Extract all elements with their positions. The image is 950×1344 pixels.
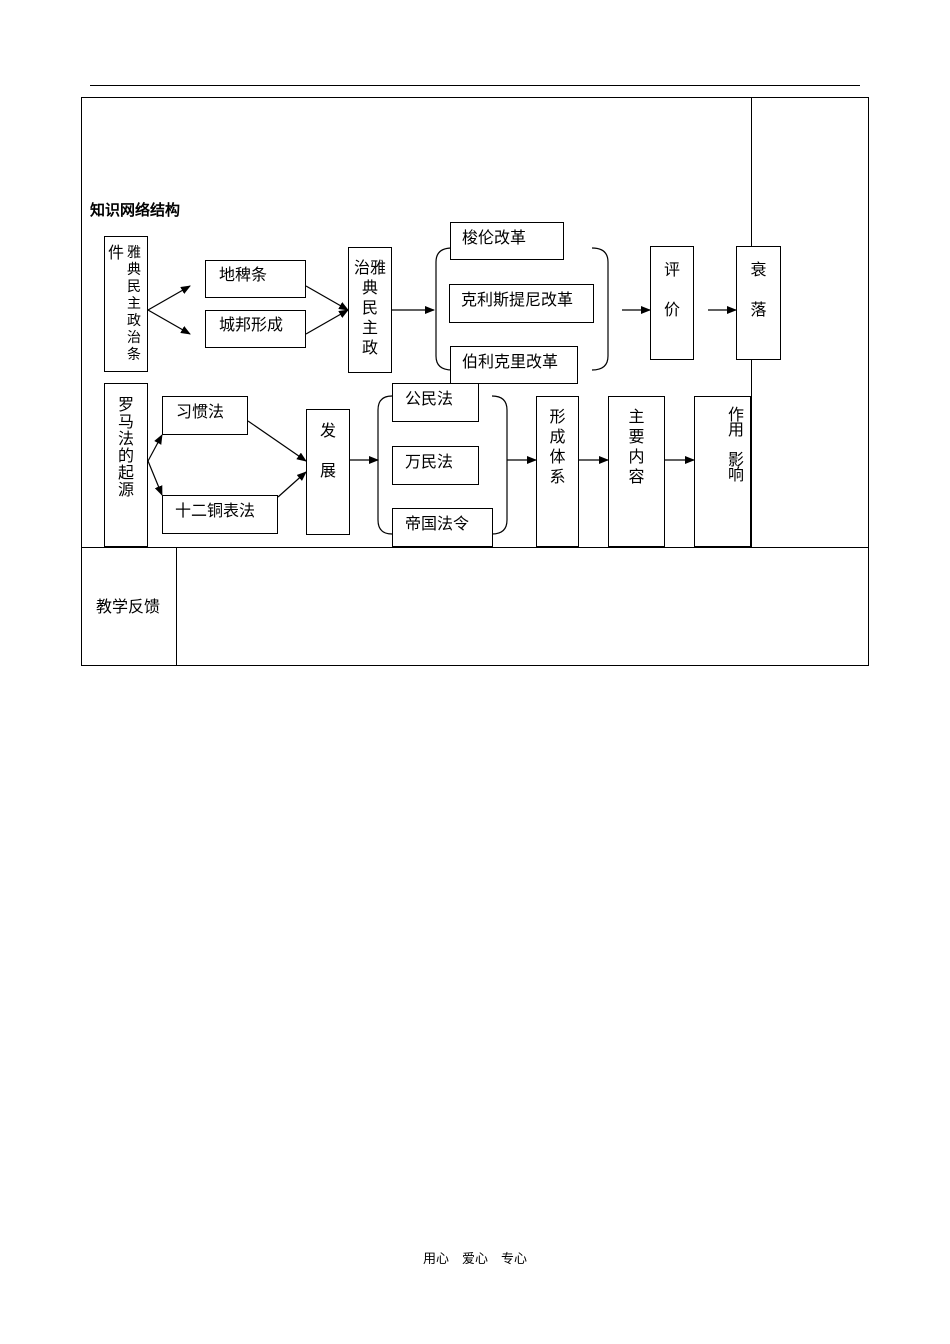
law-label-3: 帝国法令 (405, 514, 470, 533)
reform-box-3 (450, 346, 578, 384)
roman-law-origin-label: 罗 马 法 的 起 源 (117, 395, 134, 499)
law-label-2: 万民法 (405, 452, 454, 471)
roman-law-origin-box (104, 383, 148, 547)
condition-box-2 (205, 310, 306, 348)
athens-conditions-label-a: 件 (107, 243, 124, 262)
reform-label-2: 克利斯提尼改革 (461, 290, 574, 309)
lesson-table (81, 97, 869, 666)
feedback-label: 教学反馈 (96, 597, 161, 616)
table-row-divider (81, 547, 869, 548)
evaluation-label: 评 价 (663, 260, 680, 319)
system-label: 形 成 体 系 (549, 407, 566, 486)
effect-box (694, 396, 751, 547)
condition-label-2: 城邦形成 (219, 315, 284, 334)
decline-box (736, 246, 781, 360)
content-box (608, 396, 665, 547)
origin-label-2: 十二铜表法 (175, 501, 256, 520)
header-rule (90, 85, 860, 86)
athens-conditions-label-b: 雅 典 民 主 政 治 条 (127, 245, 141, 363)
origin-label-1: 习惯法 (176, 402, 225, 421)
evaluation-box (650, 246, 694, 360)
reform-box-1 (450, 222, 564, 260)
athens-conditions-box (104, 236, 148, 372)
law-box-2 (392, 446, 479, 485)
law-box-1 (392, 383, 479, 422)
system-box (536, 396, 579, 547)
reform-box-2 (449, 284, 594, 323)
effect-label: 作 用 影 响 (727, 405, 744, 484)
content-label: 主 要 内 容 (628, 407, 645, 486)
condition-box-1 (205, 260, 306, 298)
athens-politics-label: 治雅 典 民 主 政 (353, 258, 386, 357)
page-footer: 用心 爱心 专心 (422, 1252, 527, 1267)
section-title: 知识网络结构 (90, 201, 181, 219)
development-box (306, 409, 350, 535)
origin-box-1 (162, 396, 248, 435)
feedback-column-divider (176, 547, 177, 666)
athens-politics-box (348, 247, 392, 373)
law-box-3 (392, 508, 493, 547)
law-label-1: 公民法 (405, 389, 454, 408)
origin-box-2 (162, 495, 278, 534)
decline-label: 衰 落 (750, 260, 767, 319)
condition-label-1: 地稗条 (219, 265, 268, 284)
reform-label-1: 梭伦改革 (462, 228, 527, 247)
development-label: 发 展 (319, 421, 336, 480)
reform-label-3: 伯利克里改革 (462, 352, 559, 371)
